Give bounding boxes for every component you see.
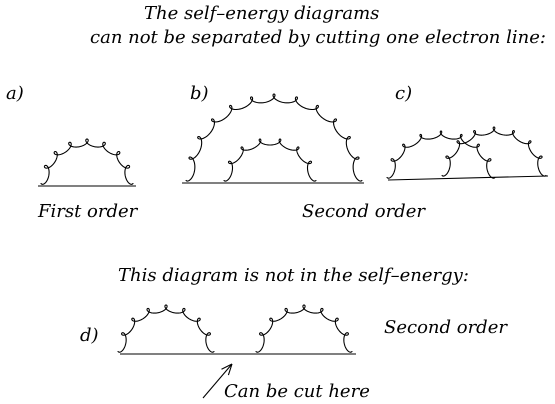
label-c: c): [395, 83, 413, 104]
caption-not-self-energy: This diagram is not in the self–energy:: [118, 265, 469, 286]
photon-loop-c-right: [441, 126, 547, 177]
diagram-a: [38, 138, 136, 187]
electron-line-c: [387, 175, 549, 181]
photon-loop-d-right: [255, 304, 353, 353]
label-d: d): [80, 325, 99, 346]
label-b: b): [190, 83, 209, 104]
photon-loop-c-left: [386, 130, 496, 179]
caption-first-order: First order: [38, 201, 138, 222]
header-line-1: The self–energy diagrams: [144, 3, 380, 24]
photon-loop-d-left: [117, 304, 215, 353]
photon-loop-a: [40, 138, 134, 185]
cut-arrow-shaft: [202, 363, 233, 399]
photon-outer-loop-b: [185, 93, 363, 182]
diagram-b: [182, 93, 364, 184]
caption-second-order: Second order: [302, 201, 425, 222]
caption-second-order-d: Second order: [384, 317, 507, 338]
diagram-c: [386, 126, 549, 181]
diagram-d: [117, 304, 356, 399]
header-line-2: can not be separated by cutting one elec…: [90, 27, 546, 48]
photon-inner-loop-b: [223, 138, 317, 182]
cut-arrow-head: [221, 363, 233, 376]
caption-cut-here: Can be cut here: [224, 381, 370, 402]
label-a: a): [6, 83, 24, 104]
